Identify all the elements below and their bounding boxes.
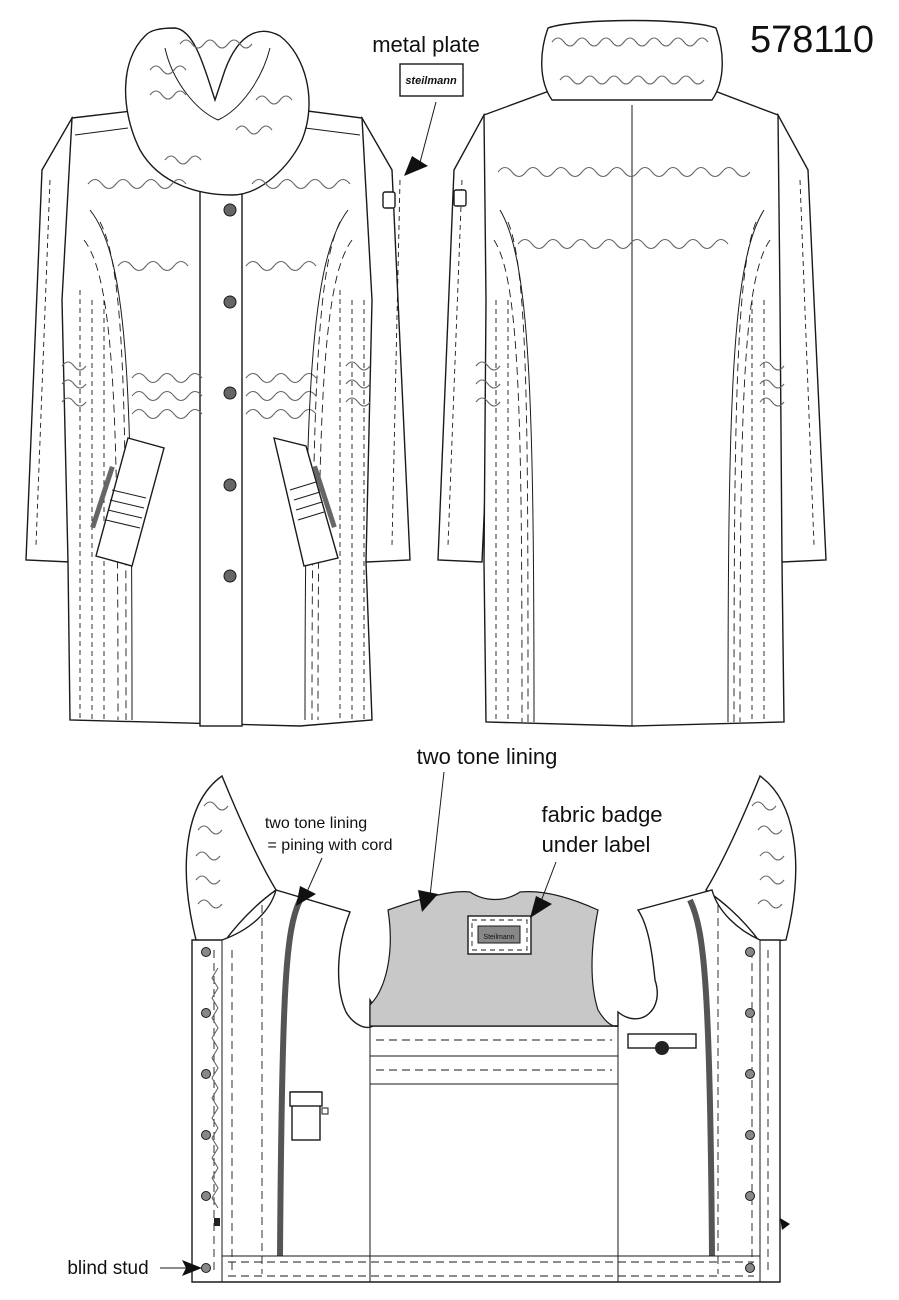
fabric-badge-brand: Steilmann xyxy=(483,934,514,941)
metal-plate-arrow xyxy=(404,156,428,176)
metal-plate-leader xyxy=(417,101,437,171)
coat-front-view xyxy=(25,27,411,727)
coat-inside-view xyxy=(185,774,797,1283)
fabric-badge-arrow xyxy=(530,896,552,918)
fabric-badge-label-line2: under label xyxy=(542,832,651,857)
metal-plate-label: metal plate xyxy=(372,32,480,57)
fabric-badge-label-line1: fabric badge xyxy=(541,802,662,827)
blind-stud-arrow xyxy=(182,1260,202,1276)
piping-arrow xyxy=(296,886,316,906)
blind-stud-label: blind stud xyxy=(67,1258,148,1279)
article-number: 578110 xyxy=(750,19,874,61)
metal-plate-badge xyxy=(399,63,464,97)
piping-label-line1: two tone lining xyxy=(265,815,367,832)
metal-plate-brand: steilmann xyxy=(405,75,457,87)
coat-back-view xyxy=(437,19,827,727)
piping-label-line2: = pining with cord xyxy=(268,837,393,854)
two-tone-lining-leader xyxy=(429,771,445,897)
two-tone-lining-arrow xyxy=(418,890,438,912)
two-tone-lining-label: two tone lining xyxy=(417,744,558,769)
piping-leader xyxy=(305,857,323,895)
fabric-badge-leader xyxy=(539,861,557,905)
